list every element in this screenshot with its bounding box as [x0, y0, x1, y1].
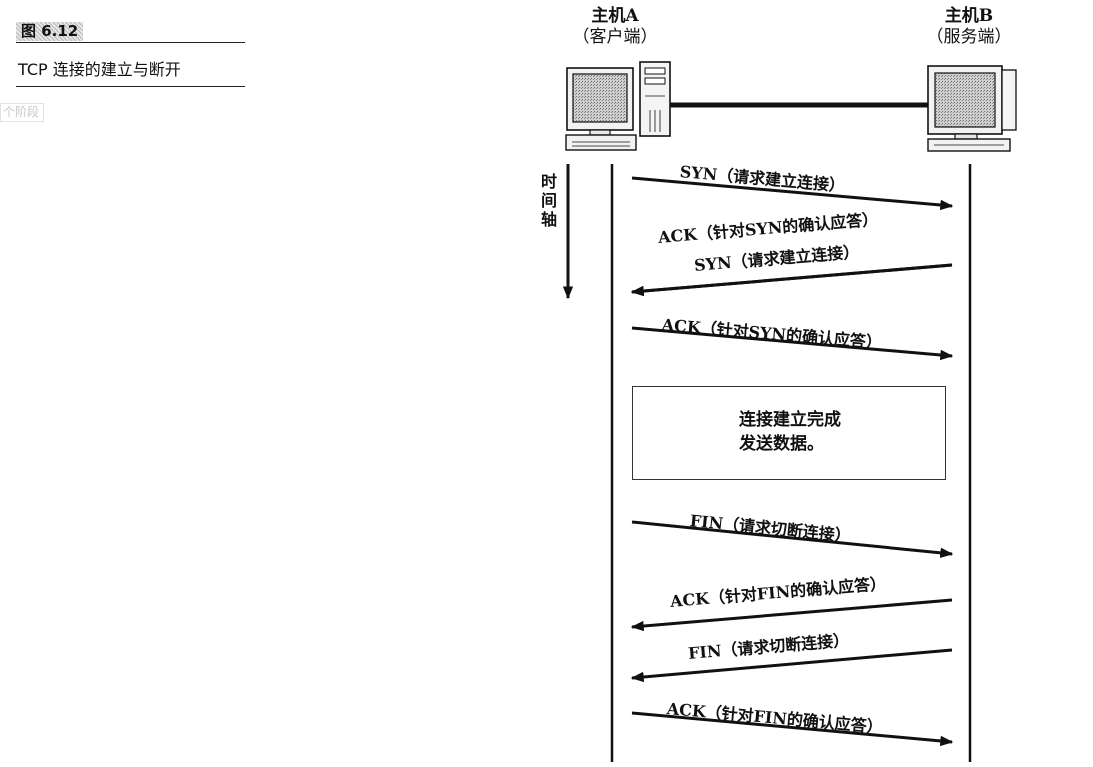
host-a-label: 主机A （客户端） — [555, 6, 675, 48]
message-arrow-0 — [631, 176, 954, 211]
message-arrows — [630, 176, 954, 747]
caption-rule-top — [16, 42, 245, 43]
connection-state-text: 连接建立完成 发送数据。 — [739, 408, 841, 456]
message-arrow-7 — [631, 711, 954, 747]
host-a-computer — [565, 61, 671, 151]
host-b-name: 主机B — [944, 6, 994, 26]
state-line: 连接建立完成 — [739, 410, 841, 430]
figure-caption: TCP 连接的建立与断开 — [18, 60, 181, 79]
server-computer-icon — [927, 65, 1017, 152]
state-line: 发送数据。 — [739, 434, 824, 454]
caption-rule-bottom — [16, 86, 245, 87]
message-arrow-6 — [630, 648, 953, 683]
time-axis-char: 时 — [540, 172, 557, 191]
message-arrow-3 — [631, 326, 954, 361]
desktop-computer-icon — [565, 67, 637, 151]
connection-state-box — [632, 386, 946, 480]
host-a-name: 主机A — [591, 6, 639, 26]
message-arrow-2 — [630, 263, 953, 297]
host-a-role: （客户端） — [572, 27, 658, 47]
message-arrow-5 — [630, 598, 953, 632]
host-b-label: 主机B （服务端） — [909, 6, 1029, 48]
host-b-role: （服务端） — [926, 27, 1012, 47]
figure-number: 图 6.12 — [16, 22, 84, 41]
message-arrow-4 — [631, 520, 954, 559]
time-axis-char: 间 — [540, 191, 557, 210]
time-axis-char: 轴 — [540, 210, 557, 229]
tower-case-icon — [639, 61, 671, 137]
time-axis-label: 时 间 轴 — [539, 172, 559, 229]
side-tab[interactable]: 个阶段 — [0, 103, 45, 122]
